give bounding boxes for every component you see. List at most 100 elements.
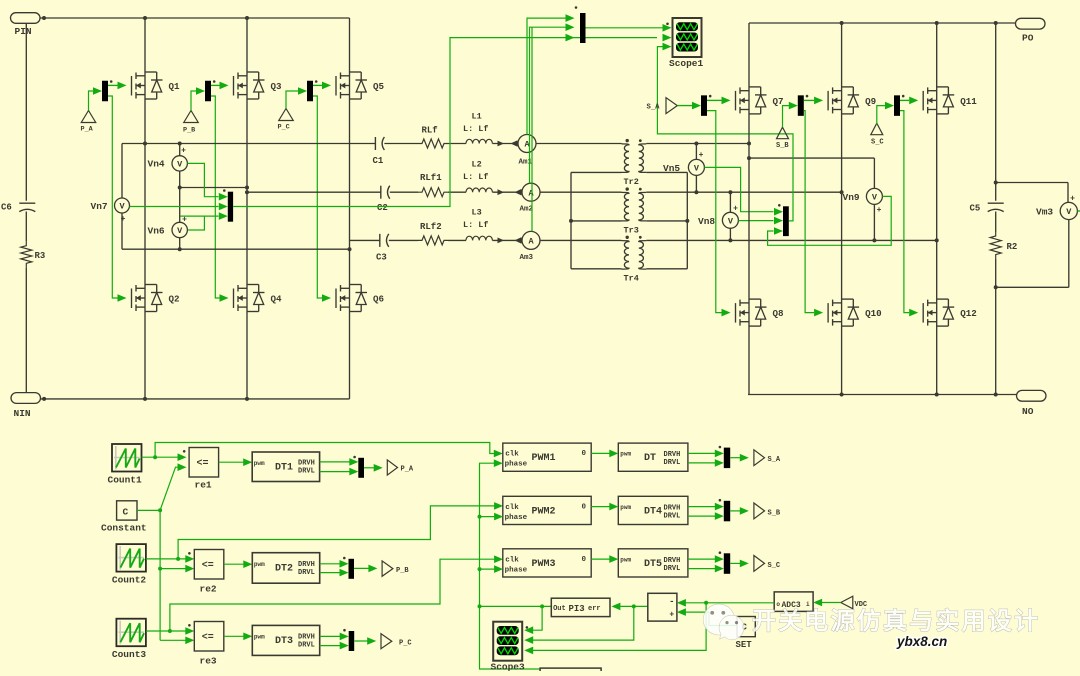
svg-text:PWM2: PWM2 [532, 506, 556, 517]
svg-text:S_C: S_C [768, 562, 781, 570]
svg-text:P_B: P_B [396, 567, 409, 575]
svg-text:Am3: Am3 [520, 254, 534, 262]
svg-text:phase: phase [505, 461, 528, 469]
svg-text:clk: clk [505, 451, 519, 459]
svg-text:DT: DT [644, 453, 656, 464]
svg-text:NO: NO [1022, 406, 1034, 417]
svg-text:DRVH: DRVH [664, 451, 681, 459]
svg-text:Scope3: Scope3 [491, 662, 526, 671]
svg-text:Count1: Count1 [108, 475, 143, 486]
svg-text:Q2: Q2 [169, 294, 180, 305]
svg-text:L2: L2 [472, 160, 482, 170]
svg-text:+: + [669, 610, 674, 619]
svg-text:A: A [528, 237, 534, 247]
svg-text:Vm3: Vm3 [1036, 207, 1053, 218]
svg-text:clk: clk [505, 504, 519, 512]
svg-text:PIN: PIN [15, 26, 32, 37]
svg-text:C1: C1 [373, 156, 384, 166]
svg-text:P_C: P_C [399, 640, 412, 648]
svg-text:NIN: NIN [14, 408, 31, 419]
svg-text:DRVL: DRVL [298, 641, 315, 649]
svg-text:Vn5: Vn5 [663, 163, 680, 174]
svg-text:V: V [177, 160, 183, 170]
svg-text:pwm: pwm [620, 451, 631, 458]
svg-text:Am1: Am1 [519, 159, 533, 167]
svg-text:C3: C3 [376, 253, 387, 263]
svg-text:RLf2: RLf2 [420, 222, 442, 232]
svg-text:S_B: S_B [768, 509, 781, 517]
svg-text:P_C: P_C [278, 124, 290, 132]
svg-text:Q9: Q9 [865, 96, 876, 107]
svg-text:P_A: P_A [81, 126, 94, 134]
svg-text:Scope1: Scope1 [669, 58, 704, 69]
svg-text:0: 0 [582, 556, 587, 564]
svg-text:A: A [524, 140, 530, 150]
svg-text:V: V [177, 226, 183, 236]
svg-text:+: + [699, 151, 704, 160]
svg-text:Q1: Q1 [169, 81, 181, 92]
svg-text:Am2: Am2 [520, 206, 534, 214]
svg-text:DRVL: DRVL [664, 512, 681, 520]
svg-text:PI3: PI3 [569, 604, 585, 614]
svg-text:0: 0 [582, 503, 587, 511]
svg-text:Q8: Q8 [773, 308, 785, 319]
svg-text:S_C: S_C [871, 139, 884, 147]
svg-text:0: 0 [582, 450, 587, 458]
svg-text:err: err [588, 605, 601, 613]
svg-text:SET: SET [736, 640, 753, 650]
svg-text:pwm: pwm [254, 460, 265, 467]
svg-text:DRVH: DRVH [298, 633, 315, 641]
svg-text:re2: re2 [200, 584, 217, 595]
svg-text:DRVL: DRVL [298, 468, 315, 476]
svg-text:Q4: Q4 [271, 294, 283, 305]
svg-text:+: + [182, 216, 187, 225]
svg-text:Q12: Q12 [960, 308, 977, 319]
svg-text:+: + [1070, 195, 1075, 204]
svg-text:C: C [123, 507, 129, 518]
svg-text:DRVL: DRVL [664, 565, 681, 573]
svg-text:phase: phase [505, 566, 528, 574]
svg-text:+: + [733, 205, 738, 214]
svg-text:pwm: pwm [620, 556, 631, 563]
svg-text:ybx8.cn: ybx8.cn [896, 634, 947, 649]
svg-text:PO: PO [1022, 33, 1034, 44]
svg-text:phase: phase [505, 514, 528, 522]
svg-text:<=: <= [197, 459, 209, 470]
svg-text:S_A: S_A [768, 456, 781, 464]
svg-text:Q11: Q11 [960, 96, 977, 107]
svg-text:pwm: pwm [254, 634, 265, 641]
svg-text:Q7: Q7 [773, 96, 784, 107]
svg-text:pwm: pwm [254, 561, 265, 568]
svg-text:DT2: DT2 [275, 564, 293, 575]
svg-text:<=: <= [202, 633, 214, 644]
svg-text:DT4: DT4 [644, 506, 662, 517]
svg-text:ADC3: ADC3 [782, 601, 801, 610]
svg-text:VDC: VDC [855, 601, 868, 609]
svg-text:L: Lf: L: Lf [463, 220, 489, 230]
svg-text:L: Lf: L: Lf [463, 172, 489, 182]
svg-text:R2: R2 [1007, 242, 1018, 252]
svg-text:DRVH: DRVH [298, 561, 315, 569]
svg-text:R3: R3 [35, 251, 46, 261]
svg-text:<=: <= [202, 561, 214, 572]
svg-text:Constant: Constant [101, 523, 147, 534]
svg-text:+: + [877, 206, 882, 215]
svg-text:Q3: Q3 [271, 81, 283, 92]
svg-text:pwm: pwm [620, 504, 631, 511]
svg-text:+: + [181, 146, 186, 155]
svg-text:Count2: Count2 [112, 575, 147, 586]
svg-text:Vn7: Vn7 [91, 201, 108, 212]
svg-text:-: - [669, 597, 674, 607]
svg-text:Tr3: Tr3 [624, 225, 639, 235]
svg-text:Vn9: Vn9 [843, 192, 860, 203]
svg-text:V: V [872, 193, 878, 203]
svg-text:RLf: RLf [422, 126, 438, 136]
svg-text:S_A: S_A [647, 104, 661, 112]
svg-text:C5: C5 [970, 204, 981, 214]
svg-text:Vn8: Vn8 [698, 216, 715, 227]
svg-text:C: C [742, 623, 748, 633]
svg-text:DRVL: DRVL [298, 569, 315, 577]
svg-text:L3: L3 [472, 208, 482, 218]
svg-text:Q6: Q6 [373, 294, 384, 305]
svg-text:S_B: S_B [776, 142, 789, 150]
